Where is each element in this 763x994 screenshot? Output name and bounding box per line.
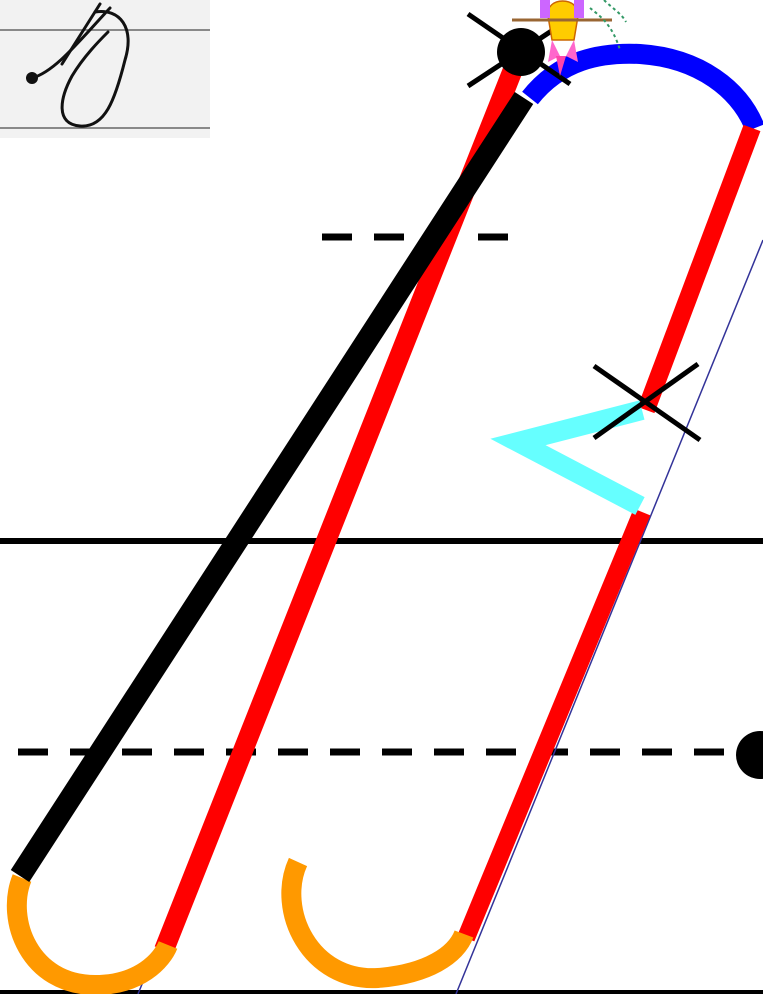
end-dot-icon [736,731,763,779]
thin-slant-guide-right [456,240,763,994]
sample-letter-background [0,0,210,138]
middle-hook-arc [291,862,464,978]
start-dot-icon [497,28,545,76]
diagonal-ink-stroke [20,98,524,876]
left-hook-arc [17,878,168,985]
right-upper-stroke [646,128,752,410]
top-loop-arc [530,54,755,128]
sample-letter-panel [0,0,210,138]
connector-chevron [518,410,642,506]
right-lower-stroke [466,512,642,938]
